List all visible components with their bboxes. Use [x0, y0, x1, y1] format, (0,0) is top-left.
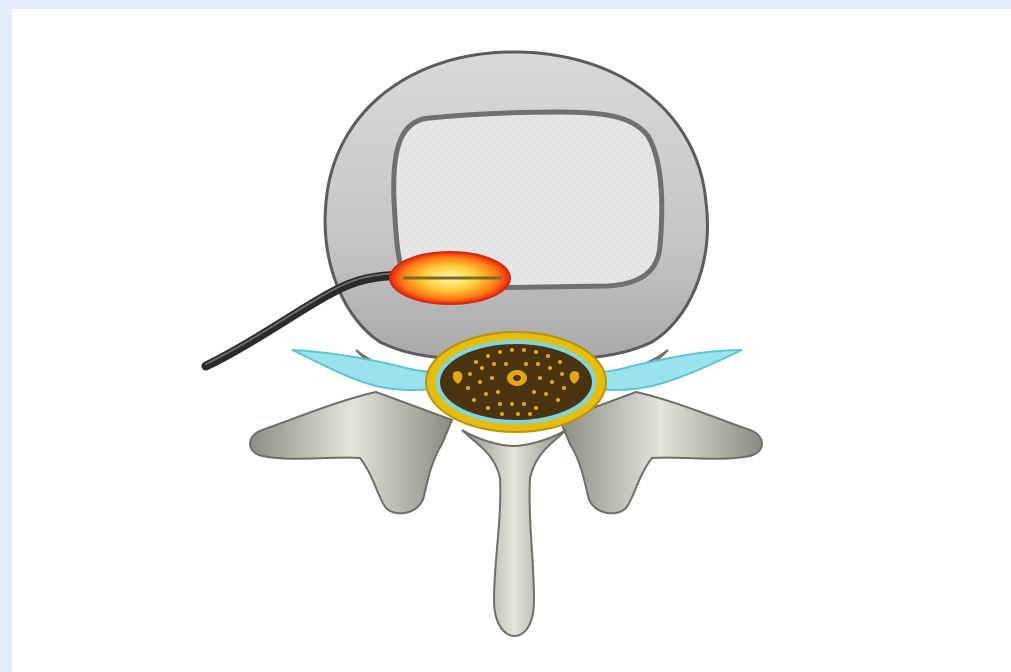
spinal-canal: [426, 332, 606, 432]
vertebral-body: [325, 52, 707, 359]
left-transverse-process: [250, 392, 452, 513]
spinous-process: [462, 430, 566, 636]
